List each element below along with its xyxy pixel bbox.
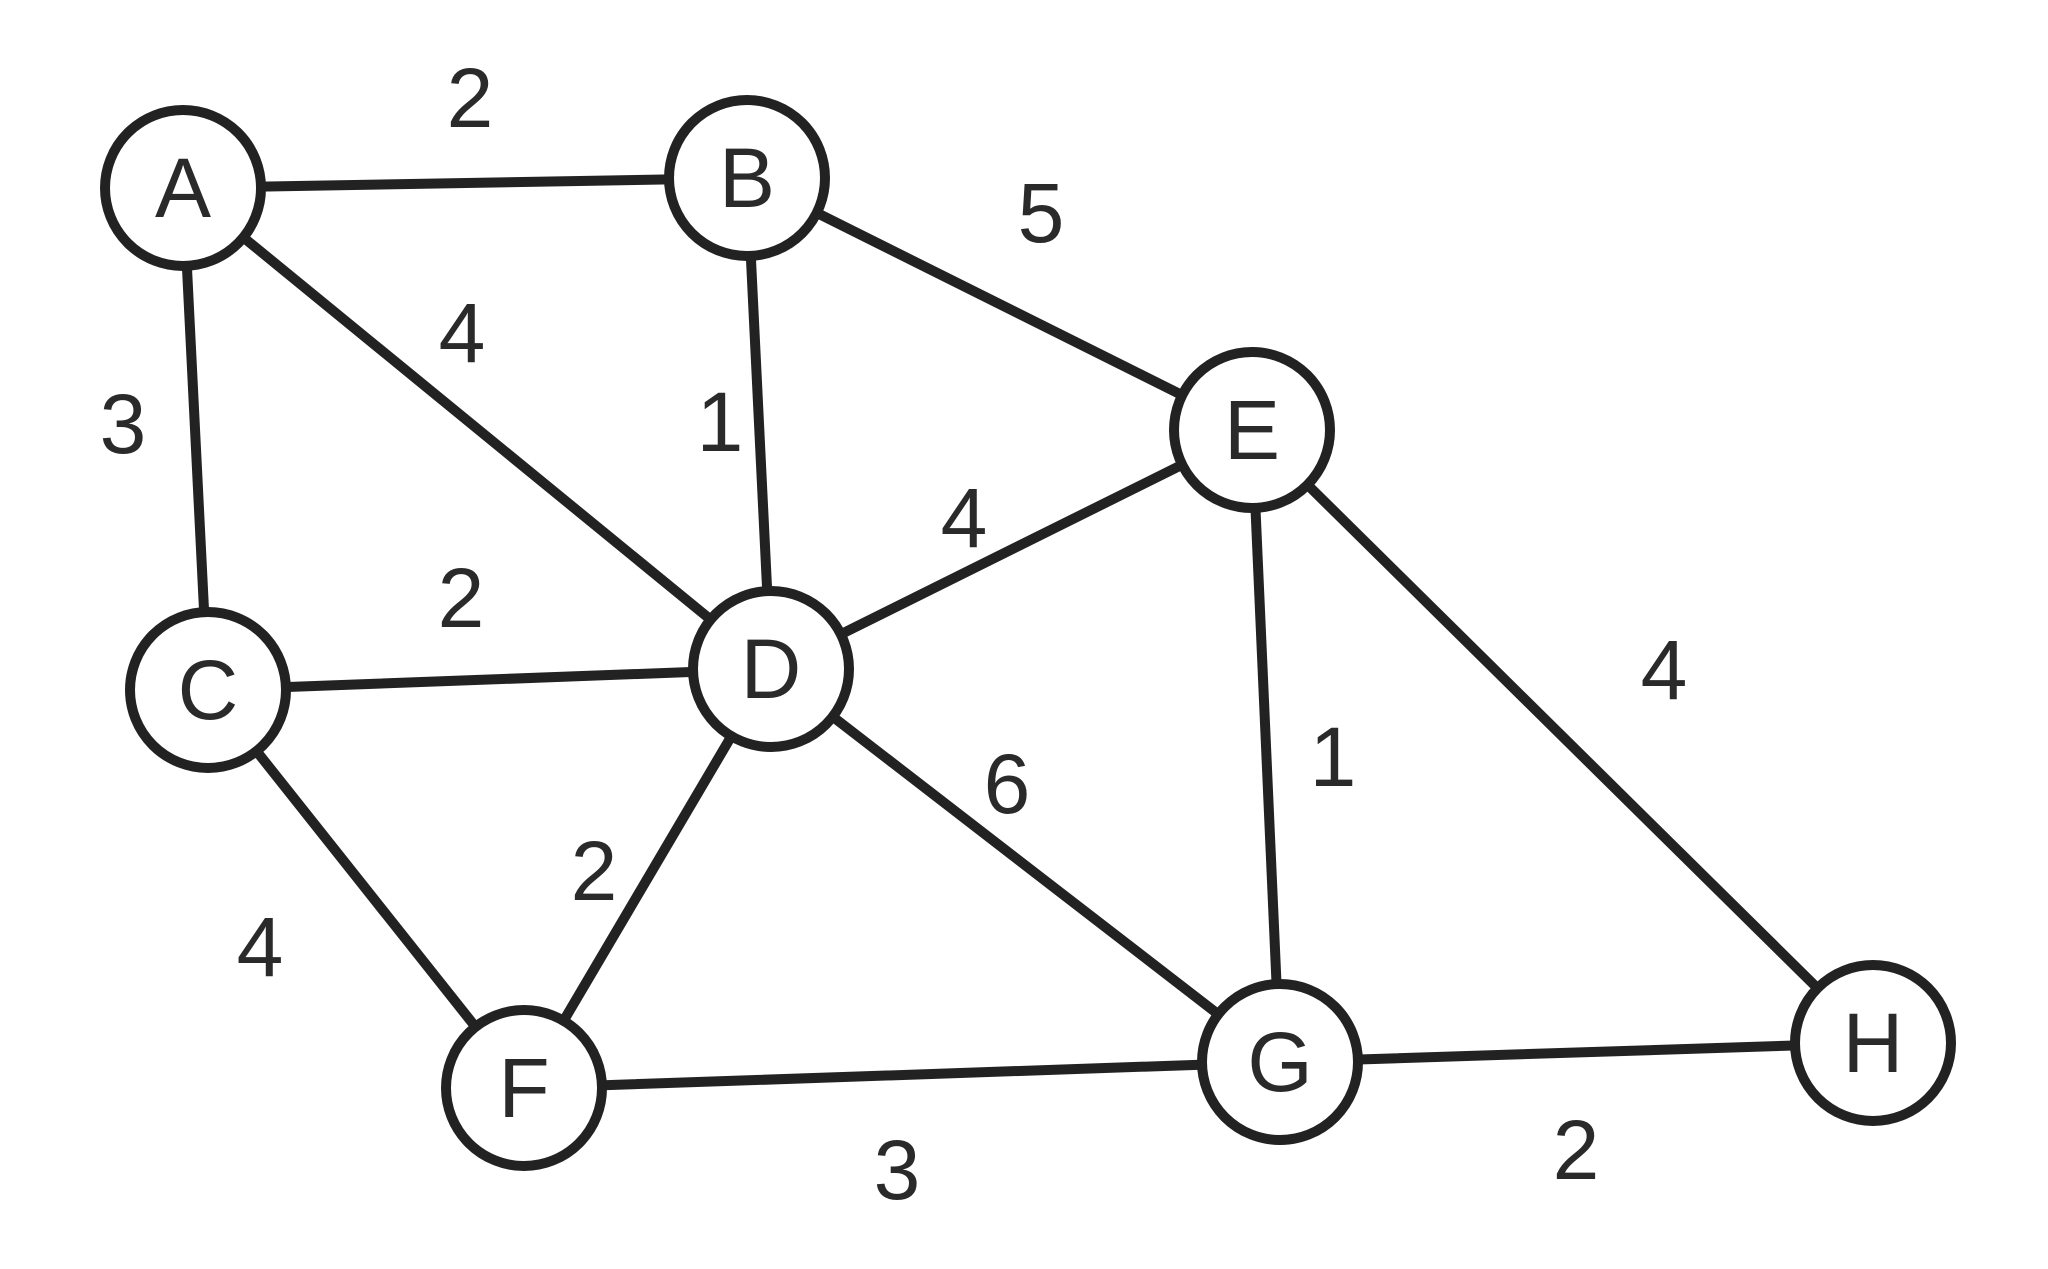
edge-weight-c-d: 2 [438,551,485,645]
node-label: G [1247,1015,1312,1109]
node-label: C [178,643,239,737]
edge-weight-a-b: 2 [447,51,494,145]
edge-weight-d-f: 2 [571,824,618,918]
node-circle [688,586,854,752]
edge-e-h [1247,425,1878,1048]
edge-weight-e-h: 4 [1641,623,1688,717]
node-circle [1169,347,1335,513]
node-label: A [155,141,211,235]
node-c: C [125,607,291,773]
edge-g-h [1275,1038,1878,1067]
edge-weight-e-g: 1 [1310,710,1357,804]
edge-a-b [178,173,752,193]
node-d: D [688,586,854,752]
node-circle [1790,960,1956,1126]
edge-e-g [1247,425,1285,1067]
node-label: H [1843,996,1904,1090]
edge-weight-f-g: 3 [874,1123,921,1217]
edge-f-g [519,1057,1285,1093]
edge-weight-g-h: 2 [1553,1103,1600,1197]
edge-d-e [766,425,1257,674]
edge-d-g [766,664,1285,1067]
node-label: D [741,622,802,716]
node-b: B [664,95,830,261]
node-circle [1197,979,1363,1145]
node-circle [100,105,266,271]
node-g: G [1197,979,1363,1145]
edge-c-f [203,685,529,1093]
nodes-layer: A B C D E F G H [100,95,1956,1171]
node-a: A [100,105,266,271]
edge-b-e [742,173,1257,435]
edge-a-c [178,183,213,695]
edge-weight-c-f: 4 [237,900,284,994]
node-label: B [719,131,775,225]
node-label: F [498,1041,549,1135]
edges-layer [178,173,1878,1093]
edge-weight-a-d: 4 [439,286,486,380]
node-e: E [1169,347,1335,513]
node-circle [125,607,291,773]
edge-a-d [178,183,776,674]
edge-weight-d-g: 6 [984,737,1031,831]
node-h: H [1790,960,1956,1126]
node-circle [441,1005,607,1171]
weights-layer: 2 3 4 1 5 2 4 4 2 6 1 4 3 2 [100,51,1688,1217]
edge-weight-b-d: 1 [697,375,744,469]
node-circle [664,95,830,261]
node-label: E [1224,383,1280,477]
edge-c-d [203,664,776,695]
edge-weight-d-e: 4 [941,471,988,565]
edge-weight-a-c: 3 [100,377,147,471]
edge-weight-b-e: 5 [1018,166,1065,260]
node-f: F [441,1005,607,1171]
